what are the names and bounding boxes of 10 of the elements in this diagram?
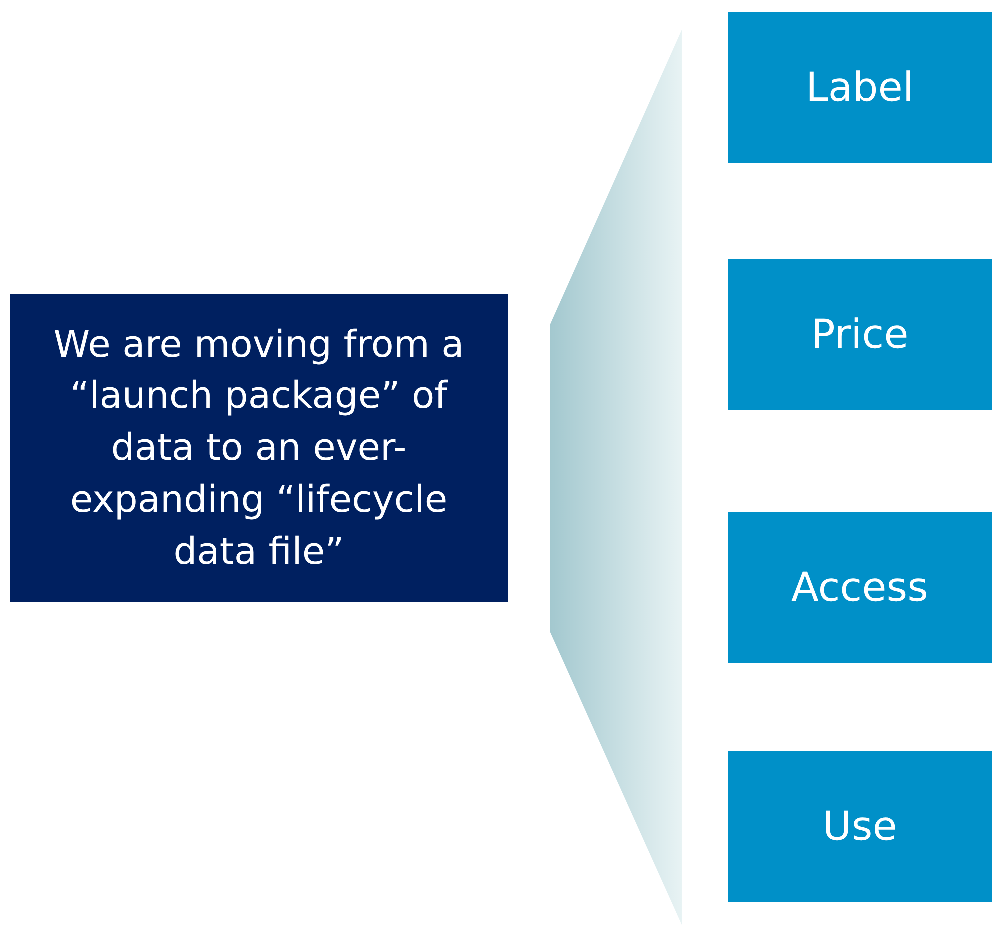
category-label: Access xyxy=(792,564,928,612)
category-box xyxy=(728,12,992,163)
category-box xyxy=(728,512,992,663)
statement-box xyxy=(10,294,508,602)
statement-text: We are moving from a “launch package” of data to an ever-expanding “lifecycle data file” xyxy=(52,322,466,575)
category-box xyxy=(728,259,992,410)
category-label: Price xyxy=(811,310,909,360)
category-label: Label xyxy=(806,64,914,112)
category-box xyxy=(728,751,992,902)
category-label: Use xyxy=(822,802,898,852)
